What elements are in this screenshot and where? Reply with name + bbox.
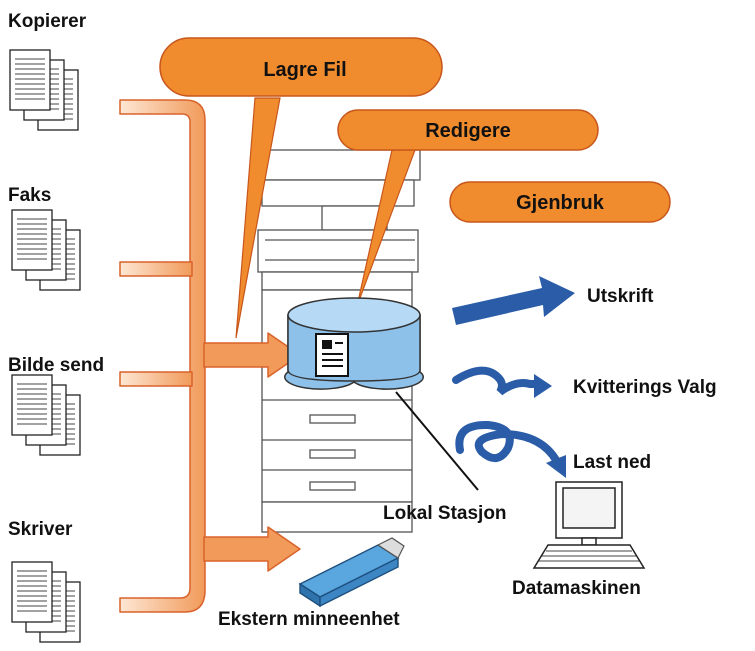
input-flow-bus <box>119 99 301 613</box>
local-drive-leader <box>395 391 479 491</box>
image-send-documents-icon <box>11 374 81 456</box>
local-drive-icon <box>284 297 424 390</box>
printer-documents-icon <box>11 561 81 643</box>
fax-documents-icon <box>11 209 81 291</box>
svg-text:Lagre Fil: Lagre Fil <box>263 59 346 81</box>
computer-icon <box>532 481 646 569</box>
svg-text:Gjenbruk: Gjenbruk <box>516 192 605 214</box>
download-label: Last ned <box>573 452 651 473</box>
print-arrow-icon <box>452 276 575 325</box>
print-label: Utskrift <box>587 286 654 307</box>
printer-source-label: Skriver <box>8 519 73 540</box>
store-file-pointer <box>235 97 281 339</box>
external-memory-label: Ekstern minneenhet <box>218 609 400 630</box>
fax-label: Faks <box>8 185 51 206</box>
reuse-callout: Gjenbruk <box>449 181 671 223</box>
image-send-label: Bilde send <box>8 355 104 376</box>
copier-label: Kopierer <box>8 11 87 32</box>
download-arrow-icon <box>455 420 566 478</box>
receipt-option-label: Kvitterings Valg <box>573 377 717 398</box>
copier-documents-icon <box>9 49 79 131</box>
usb-memory-icon <box>298 537 405 608</box>
edit-callout: Redigere <box>337 109 599 151</box>
receipt-arrow-icon <box>452 366 552 398</box>
store-file-callout: Lagre Fil <box>159 37 443 97</box>
svg-text:Redigere: Redigere <box>425 120 511 142</box>
computer-label: Datamaskinen <box>512 578 641 599</box>
local-drive-label: Lokal Stasjon <box>383 503 507 524</box>
